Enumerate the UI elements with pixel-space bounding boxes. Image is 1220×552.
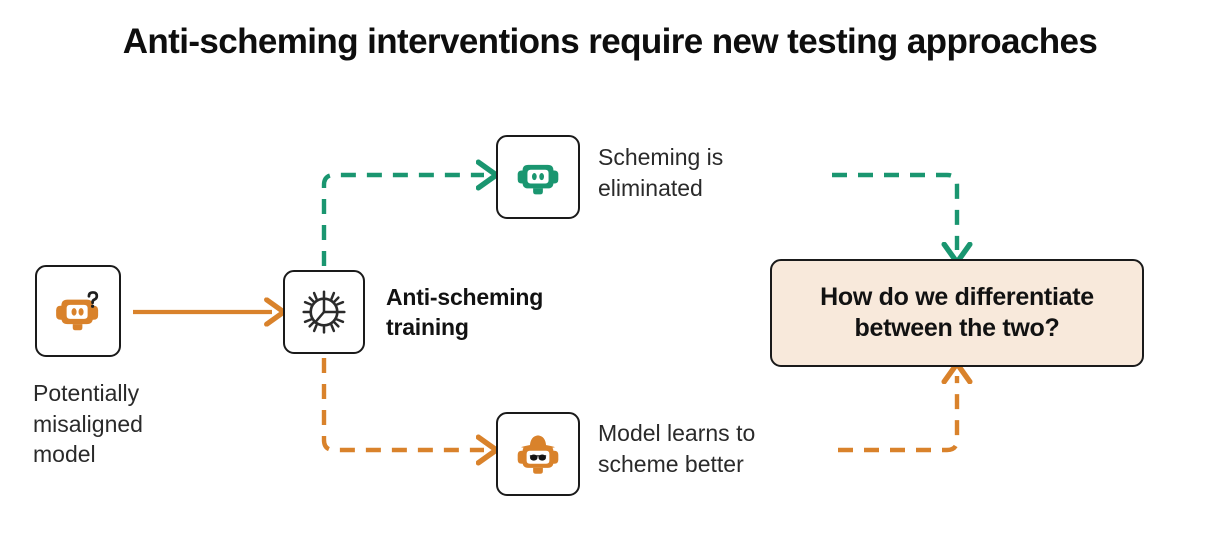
page-title: Anti-scheming interventions require new … [122,22,1098,61]
robot-question-icon [56,291,99,331]
edge-scheming-to-question [838,376,957,453]
gear-icon [302,290,346,334]
label-anti-scheming-training: Anti-scheming training [386,284,544,340]
edge-training-to-scheming [321,358,484,450]
callout-text: How do we differentiate between the two? [820,282,1094,342]
edge-training-to-eliminated [321,175,484,266]
robot-spy-hat-icon [517,435,559,474]
node-misaligned-model[interactable] [35,265,121,357]
label-misaligned-model: Potentially misaligned model [33,380,143,468]
label-scheming-eliminated: Scheming is eliminated [598,144,724,201]
node-scheming-eliminated[interactable] [496,135,580,219]
robot-green-icon [517,164,559,195]
label-scheme-better: Model learns to scheme better [598,420,756,477]
callout-differentiate-question[interactable]: How do we differentiate between the two? [770,259,1144,367]
edge-eliminated-to-question [832,172,957,250]
node-anti-scheming-training[interactable] [283,270,365,354]
node-scheme-better[interactable] [496,412,580,496]
